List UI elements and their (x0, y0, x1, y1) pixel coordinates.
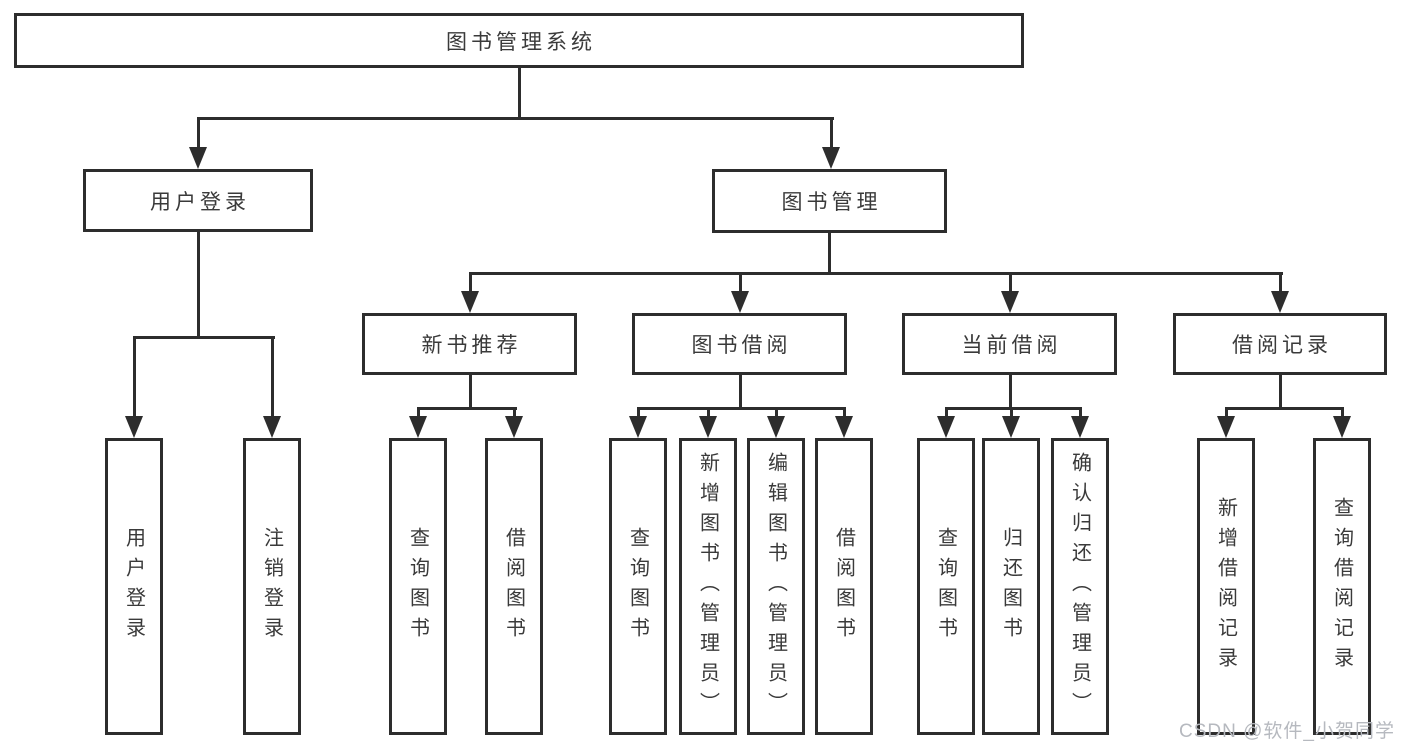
connector-line (739, 272, 742, 293)
watermark: CSDN @软件_小贺同学 (1179, 721, 1395, 742)
node-current-borrow-label: 当前借阅 (961, 334, 1062, 357)
arrow-down-icon (699, 416, 717, 438)
connector-line (707, 407, 710, 418)
arrow-down-icon (505, 416, 523, 438)
node-book-borrow-label: 图书借阅 (691, 334, 792, 357)
connector-line (739, 375, 742, 410)
arrow-down-icon (731, 291, 749, 313)
connector-line (513, 407, 516, 418)
connector-line (1279, 375, 1282, 410)
leaf-logout: 注销登录 (243, 438, 301, 735)
connector-line (133, 336, 275, 339)
arrow-down-icon (835, 416, 853, 438)
leaf-add-book-admin: 新增图书（管理员） (679, 438, 737, 735)
node-new-book-recommend-label: 新书推荐 (421, 334, 522, 357)
node-user-login: 用户登录 (83, 169, 313, 232)
leaf-borrow-books-recommend: 借阅图书 (485, 438, 543, 735)
connector-line (1279, 272, 1282, 293)
connector-line (417, 407, 517, 410)
arrow-down-icon (263, 416, 281, 438)
leaf-user-login: 用户登录 (105, 438, 163, 735)
connector-line (469, 272, 1283, 275)
leaf-query-books-borrow: 查询图书 (609, 438, 667, 735)
connector-line (133, 336, 136, 418)
leaf-query-books-current: 查询图书 (917, 438, 975, 735)
arrow-down-icon (629, 416, 647, 438)
leaf-user-login-label: 用户登录 (122, 526, 145, 647)
arrow-down-icon (409, 416, 427, 438)
leaf-borrow-books-label: 借阅图书 (832, 526, 855, 647)
connector-line (469, 272, 472, 293)
connector-line (1079, 407, 1082, 418)
connector-line (197, 232, 200, 339)
node-user-login-label: 用户登录 (150, 190, 250, 214)
connector-line (830, 117, 833, 149)
leaf-edit-book-admin-label: 编辑图书（管理员） (764, 451, 787, 722)
connector-line (469, 375, 472, 410)
connector-line (1341, 407, 1344, 418)
leaf-edit-book-admin: 编辑图书（管理员） (747, 438, 805, 735)
leaf-return-book: 归还图书 (982, 438, 1040, 735)
leaf-borrow-books-recommend-label: 借阅图书 (502, 526, 525, 647)
connector-line (417, 407, 420, 418)
arrow-down-icon (1333, 416, 1351, 438)
connector-line (945, 407, 948, 418)
arrow-down-icon (1001, 291, 1019, 313)
connector-line (637, 407, 846, 410)
node-root-system: 图书管理系统 (14, 13, 1024, 68)
arrow-down-icon (461, 291, 479, 313)
connector-line (518, 68, 521, 120)
arrow-down-icon (767, 416, 785, 438)
connector-line (1225, 407, 1344, 410)
node-current-borrow: 当前借阅 (902, 313, 1117, 375)
connector-line (197, 117, 200, 149)
arrow-down-icon (1217, 416, 1235, 438)
connector-line (1009, 375, 1012, 410)
node-root-label: 图书管理系统 (446, 30, 596, 54)
leaf-query-borrow-record-label: 查询借阅记录 (1330, 496, 1353, 677)
leaf-query-books-recommend-label: 查询图书 (406, 526, 429, 647)
arrow-down-icon (1271, 291, 1289, 313)
connector-line (775, 407, 778, 418)
leaf-confirm-return-admin: 确认归还（管理员） (1051, 438, 1109, 735)
leaf-return-book-label: 归还图书 (999, 526, 1022, 647)
connector-line (197, 117, 834, 120)
arrow-down-icon (189, 147, 207, 169)
node-new-book-recommend: 新书推荐 (362, 313, 577, 375)
connector-line (843, 407, 846, 418)
leaf-logout-label: 注销登录 (260, 526, 283, 647)
leaf-query-borrow-record: 查询借阅记录 (1313, 438, 1371, 735)
leaf-query-books-borrow-label: 查询图书 (626, 526, 649, 647)
connector-line (1225, 407, 1228, 418)
leaf-confirm-return-admin-label: 确认归还（管理员） (1068, 451, 1091, 722)
connector-line (271, 336, 274, 418)
arrow-down-icon (822, 147, 840, 169)
node-book-management: 图书管理 (712, 169, 947, 233)
connector-line (1009, 272, 1012, 293)
connector-line (1010, 407, 1013, 418)
leaf-add-borrow-record-label: 新增借阅记录 (1214, 496, 1237, 677)
node-book-borrow: 图书借阅 (632, 313, 847, 375)
leaf-add-book-admin-label: 新增图书（管理员） (696, 451, 719, 722)
arrow-down-icon (937, 416, 955, 438)
leaf-query-books-recommend: 查询图书 (389, 438, 447, 735)
node-borrow-records: 借阅记录 (1173, 313, 1387, 375)
leaf-borrow-books: 借阅图书 (815, 438, 873, 735)
node-borrow-records-label: 借阅记录 (1232, 334, 1332, 357)
leaf-add-borrow-record: 新增借阅记录 (1197, 438, 1255, 735)
arrow-down-icon (125, 416, 143, 438)
connector-line (637, 407, 640, 418)
arrow-down-icon (1002, 416, 1020, 438)
connector-line (945, 407, 1082, 410)
connector-line (828, 233, 831, 275)
leaf-query-books-current-label: 查询图书 (934, 526, 957, 647)
arrow-down-icon (1071, 416, 1089, 438)
node-book-management-label: 图书管理 (781, 191, 882, 214)
